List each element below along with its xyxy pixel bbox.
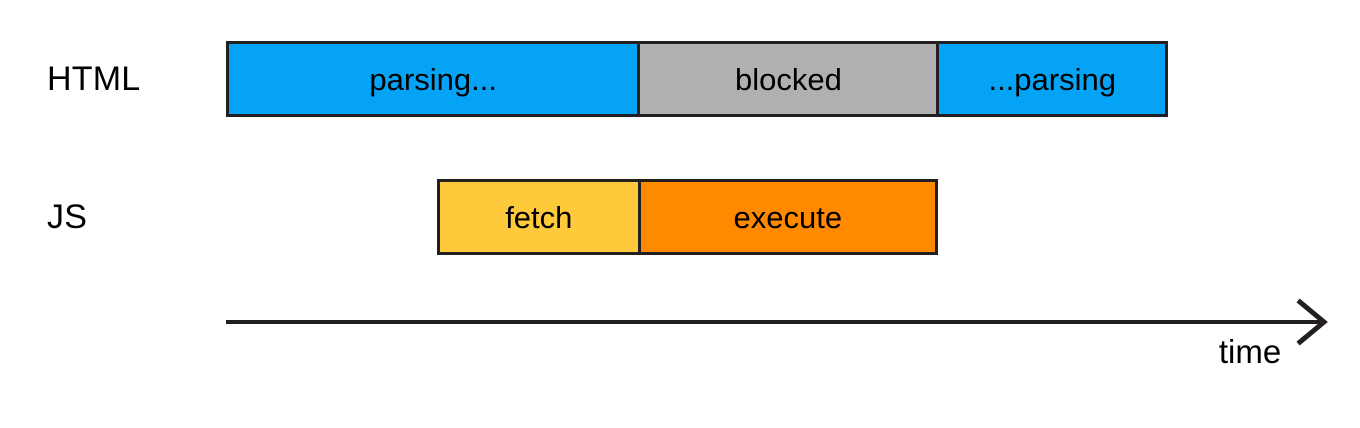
segment-label: execute [733,199,843,235]
segment-html-parsing[interactable]: parsing... [229,44,638,114]
segment-html-blocked[interactable]: blocked [637,44,937,114]
segment-js-execute[interactable]: execute [637,182,935,252]
segment-label: parsing... [369,61,497,97]
segment-html-parsing-resumed[interactable]: ...parsing [936,44,1165,114]
segment-label: ...parsing [988,61,1116,97]
arrow-right-icon [1296,298,1328,346]
timeline-bar-html: parsing... blocked ...parsing [226,41,1168,117]
timeline-bar-js: fetch execute [437,179,938,255]
time-axis [226,298,1328,356]
time-axis-label: time [1218,333,1282,370]
segment-js-fetch[interactable]: fetch [440,182,638,252]
segment-label: fetch [505,199,573,235]
segment-label: blocked [734,61,842,97]
row-label-html: HTML [47,60,141,98]
row-label-js: JS [47,198,88,236]
